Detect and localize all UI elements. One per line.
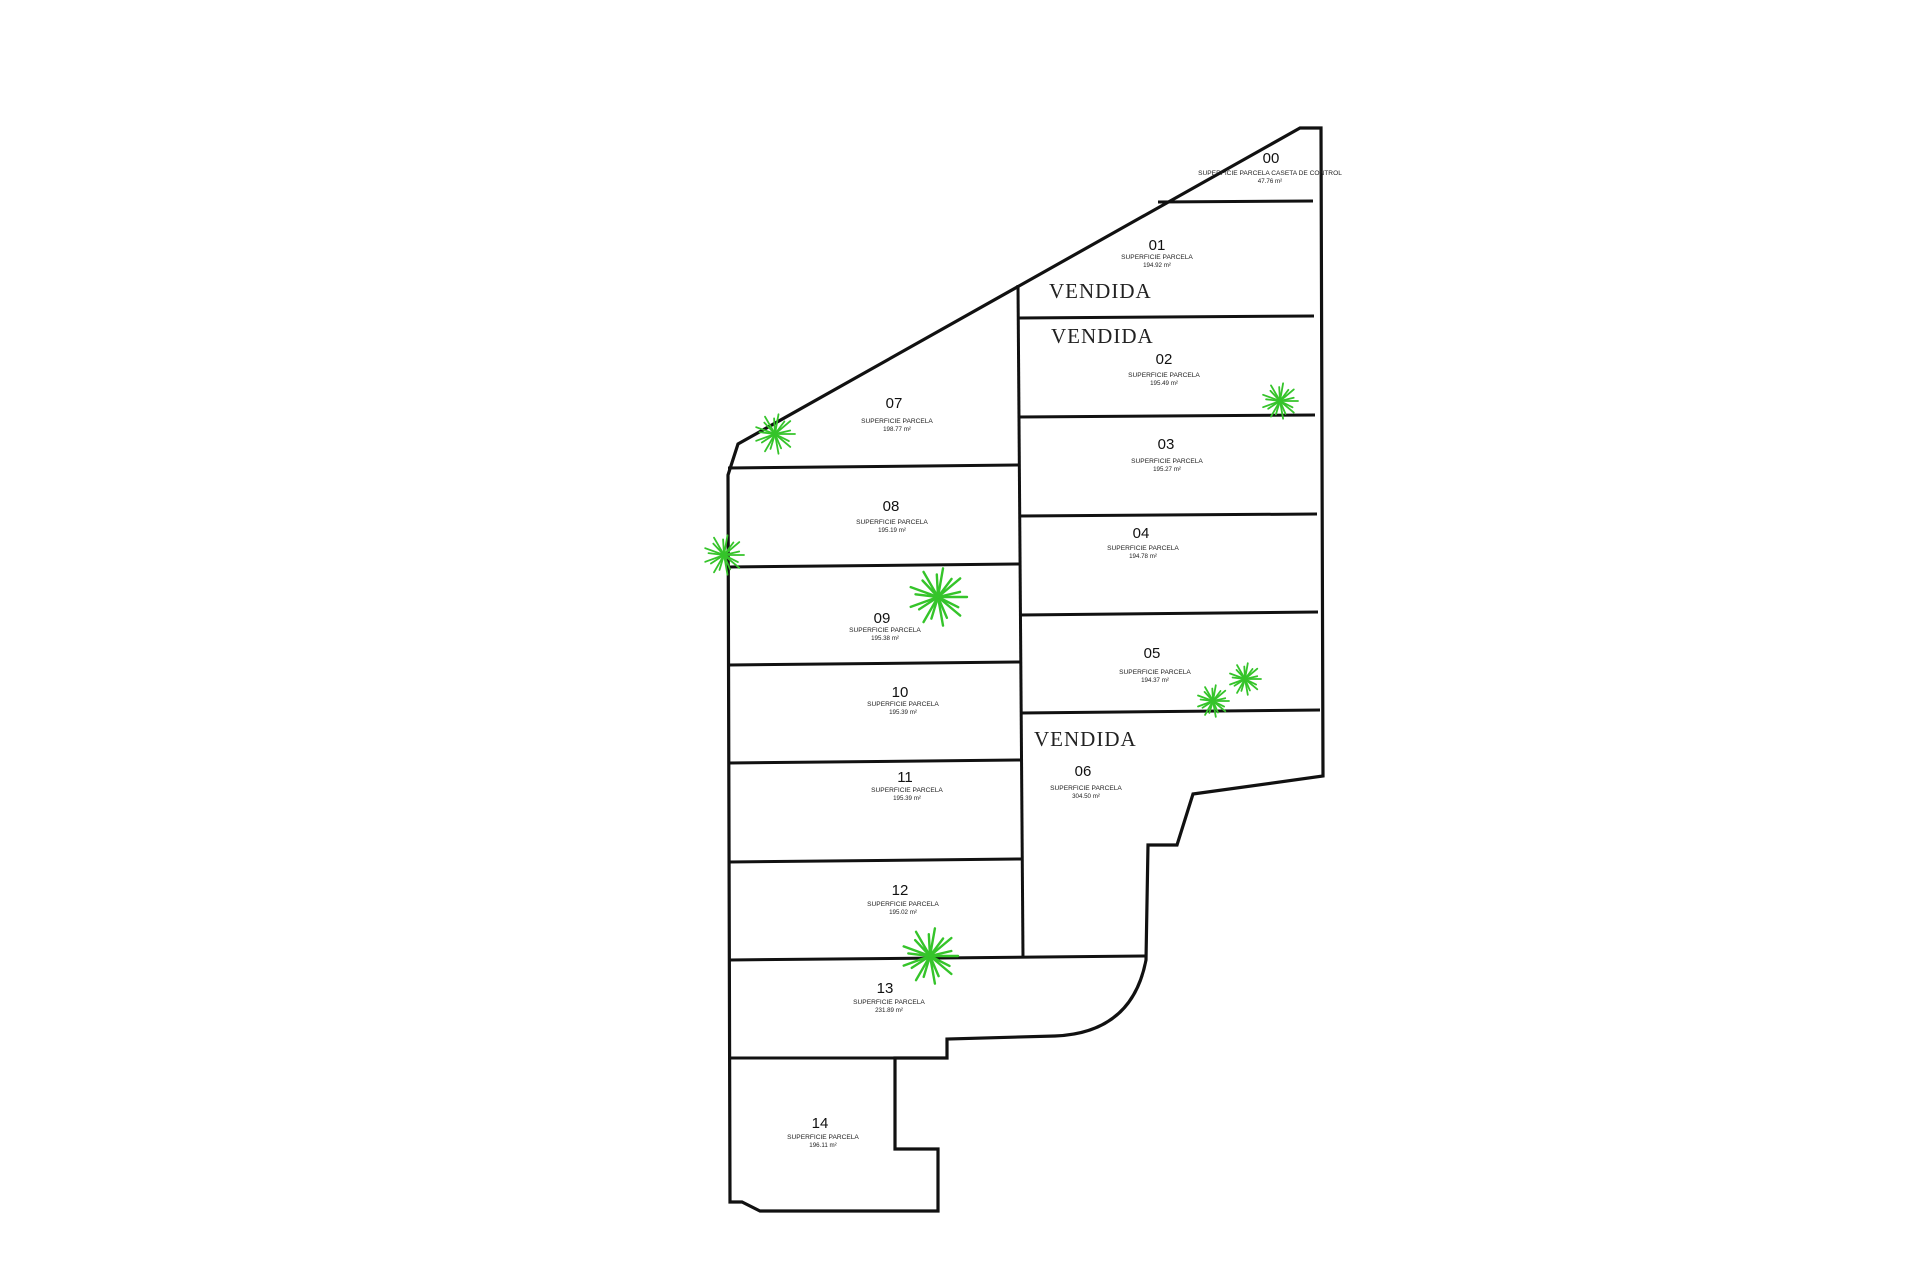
lot-area: 47.76 m² (1258, 178, 1282, 185)
lot-caption: SUPERFICIE PARCELA (856, 519, 928, 526)
lot-area: 195.19 m² (878, 527, 906, 534)
palm-tree-icon (704, 534, 745, 576)
lot-area: 195.02 m² (889, 909, 917, 916)
lot-06-label: 06 SUPERFICIE PARCELA 304.50 m² (1050, 763, 1122, 800)
lot-02-label: 02 SUPERFICIE PARCELA 195.49 m² (1128, 351, 1200, 387)
lot-05-label: 05 SUPERFICIE PARCELA 194.37 m² (1119, 645, 1191, 684)
site-boundary (726, 126, 1325, 1213)
lot-number: 12 (892, 882, 909, 899)
lot-number: 02 (1156, 351, 1173, 368)
divider-09-10 (728, 660, 1021, 667)
lot-caption: SUPERFICIE PARCELA (867, 901, 939, 908)
lot-area: 194.78 m² (1129, 553, 1157, 560)
palm-tree-icon (1197, 684, 1230, 718)
divider-00-01 (1157, 199, 1314, 204)
lot-caption: SUPERFICIE PARCELA (787, 1134, 859, 1141)
lot-11-label: 11 SUPERFICIE PARCELA 195.39 m² (871, 769, 943, 802)
divider-10-11 (728, 758, 1022, 765)
lot-area: 195.39 m² (889, 709, 917, 716)
lot-caption: SUPERFICIE PARCELA (871, 787, 943, 794)
lot-caption: SUPERFICIE PARCELA (867, 701, 939, 708)
lot-09-label: 09 SUPERFICIE PARCELA 195.38 m² (849, 610, 921, 642)
sold-label-lot-01: VENDIDA (1049, 279, 1152, 303)
lot-area: 304.50 m² (1072, 793, 1100, 800)
lot-number: 11 (897, 769, 913, 786)
lot-area: 195.39 m² (893, 795, 921, 802)
lot-caption: SUPERFICIE PARCELA (853, 999, 925, 1006)
lot-area: 195.49 m² (1150, 380, 1178, 387)
lot-number: 00 (1263, 150, 1280, 167)
palm-tree-icon (1262, 382, 1299, 420)
palm-tree-icon (755, 413, 796, 455)
lot-04-label: 04 SUPERFICIE PARCELA 194.78 m² (1107, 525, 1179, 560)
lot-area: 194.92 m² (1143, 262, 1171, 269)
lot-area: 231.89 m² (875, 1007, 903, 1014)
divider-05-06 (1020, 708, 1321, 715)
lot-01-label: 01 SUPERFICIE PARCELA 194.92 m² (1121, 237, 1193, 269)
lot-caption: SUPERFICIE PARCELA (1128, 372, 1200, 379)
lot-number: 03 (1158, 436, 1175, 453)
divider-central (1016, 284, 1025, 959)
lot-area: 194.37 m² (1141, 677, 1169, 684)
lot-number: 10 (892, 684, 909, 701)
lot-area: 195.27 m² (1153, 466, 1181, 473)
divider-08-09 (727, 562, 1020, 569)
divider-04-05 (1019, 610, 1319, 617)
lot-07-label: 07 SUPERFICIE PARCELA 198.77 m² (861, 395, 933, 433)
lot-10-label: 10 SUPERFICIE PARCELA 195.39 m² (867, 684, 939, 716)
lot-caption: SUPERFICIE PARCELA (1107, 545, 1179, 552)
palm-tree-icon (1229, 662, 1262, 696)
lot-caption: SUPERFICIE PARCELA (849, 627, 921, 634)
divider-01-02 (1018, 314, 1315, 320)
divider-12-13 (728, 954, 1147, 962)
lot-number: 07 (886, 395, 903, 412)
lot-13-label: 13 SUPERFICIE PARCELA 231.89 m² (853, 980, 925, 1014)
lot-number: 06 (1075, 763, 1092, 780)
lot-number: 01 (1149, 237, 1166, 254)
lot-caption: SUPERFICIE PARCELA (861, 418, 933, 425)
lot-caption: SUPERFICIE PARCELA (1050, 785, 1122, 792)
lot-area: 198.77 m² (883, 426, 911, 433)
lot-number: 09 (874, 610, 891, 627)
lot-00-label: 00 SUPERFICIE PARCELA CASETA DE CONTROL … (1198, 150, 1342, 185)
lot-number: 14 (812, 1115, 829, 1132)
lot-14-label: 14 SUPERFICIE PARCELA 196.11 m² (787, 1115, 859, 1149)
lot-12-label: 12 SUPERFICIE PARCELA 195.02 m² (867, 882, 939, 916)
vegetation-layer (704, 382, 1299, 985)
divider-03-04 (1019, 512, 1318, 518)
divider-11-12 (728, 857, 1023, 864)
palm-tree-icon (902, 927, 960, 985)
lot-03-label: 03 SUPERFICIE PARCELA 195.27 m² (1131, 436, 1203, 473)
sold-label-lot-02: VENDIDA (1051, 324, 1154, 348)
lot-number: 08 (883, 498, 900, 515)
lot-number: 05 (1144, 645, 1161, 662)
palm-tree-icon (909, 567, 969, 627)
lot-caption: SUPERFICIE PARCELA (1119, 669, 1191, 676)
lot-area: 195.38 m² (871, 635, 899, 642)
lot-number: 13 (877, 980, 894, 997)
lot-caption: SUPERFICIE PARCELA (1121, 254, 1193, 261)
divider-07-08 (727, 463, 1020, 470)
lot-caption: SUPERFICIE PARCELA CASETA DE CONTROL (1198, 170, 1342, 177)
sold-label-lot-06: VENDIDA (1034, 727, 1137, 751)
divider-02-03 (1018, 413, 1316, 419)
lot-08-label: 08 SUPERFICIE PARCELA 195.19 m² (856, 498, 928, 534)
lot-area: 196.11 m² (809, 1142, 836, 1149)
lot-caption: SUPERFICIE PARCELA (1131, 458, 1203, 465)
lot-number: 04 (1133, 525, 1150, 542)
